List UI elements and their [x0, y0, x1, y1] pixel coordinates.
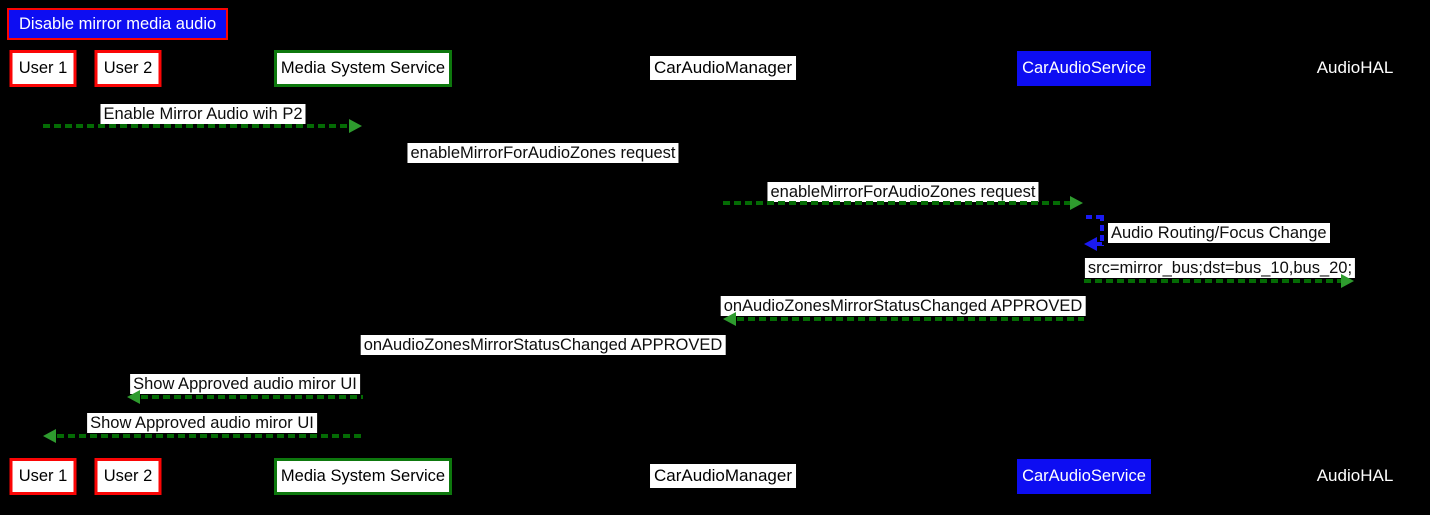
lifeline-user-2: [127, 88, 129, 458]
actor-user-1-bottom: User 1: [9, 458, 77, 495]
message-label-audio-routing: Audio Routing/Focus Change: [1108, 223, 1330, 243]
actor-user-2-top: User 2: [94, 50, 162, 87]
message-label-enable-mirror-zones-1: enableMirrorForAudioZones request: [407, 143, 679, 163]
actor-media-system-service-bottom: Media System Service: [274, 458, 452, 495]
message-label-enable-mirror-audio: Enable Mirror Audio wih P2: [100, 104, 306, 124]
message-label-show-approved-ui-1: Show Approved audio miror UI: [130, 374, 360, 394]
arrowhead-left-icon: [723, 312, 736, 326]
self-message-bottom-line: [1096, 242, 1104, 246]
self-message-top-line: [1086, 215, 1104, 219]
actor-user-1-top: User 1: [9, 50, 77, 87]
actor-car-audio-service-top: CarAudioService: [1017, 51, 1151, 86]
message-label-src-dst-bus: src=mirror_bus;dst=bus_10,bus_20;: [1084, 258, 1356, 278]
message-arrow-line: [43, 124, 349, 128]
arrowhead-left-icon: [127, 390, 140, 404]
actor-car-audio-service-bottom: CarAudioService: [1017, 459, 1151, 494]
message-label-status-approved-1: onAudioZonesMirrorStatusChanged APPROVED: [720, 296, 1086, 316]
lifeline-car-audio-manager: [722, 88, 724, 458]
actor-car-audio-manager-top: CarAudioManager: [650, 56, 796, 80]
message-arrow-line: [1084, 279, 1341, 283]
message-arrow-line: [57, 434, 363, 438]
actor-audio-hal-bottom: AudioHAL: [1316, 466, 1394, 485]
arrowhead-left-icon: [43, 429, 56, 443]
arrowhead-right-icon: [1070, 196, 1083, 210]
actor-car-audio-manager-bottom: CarAudioManager: [650, 464, 796, 488]
message-arrow-line: [737, 317, 1084, 321]
self-message-vertical-line: [1100, 215, 1104, 246]
diagram-title: Disable mirror media audio: [7, 8, 229, 40]
actor-media-system-service-top: Media System Service: [274, 50, 452, 87]
arrowhead-right-icon: [349, 119, 362, 133]
arrowhead-left-blue-icon: [1084, 237, 1097, 251]
message-label-show-approved-ui-2: Show Approved audio miror UI: [87, 413, 317, 433]
message-arrow-line: [723, 201, 1070, 205]
message-arrow-line: [141, 395, 363, 399]
lifeline-car-audio-service: [1083, 88, 1085, 458]
actor-user-2-bottom: User 2: [94, 458, 162, 495]
actor-audio-hal-top: AudioHAL: [1316, 58, 1394, 77]
lifeline-user-1: [42, 88, 44, 458]
message-label-enable-mirror-zones-2: enableMirrorForAudioZones request: [767, 182, 1039, 202]
lifeline-media-system-service: [362, 88, 364, 458]
arrowhead-right-icon: [1341, 274, 1354, 288]
message-label-status-approved-2: onAudioZonesMirrorStatusChanged APPROVED: [360, 335, 726, 355]
